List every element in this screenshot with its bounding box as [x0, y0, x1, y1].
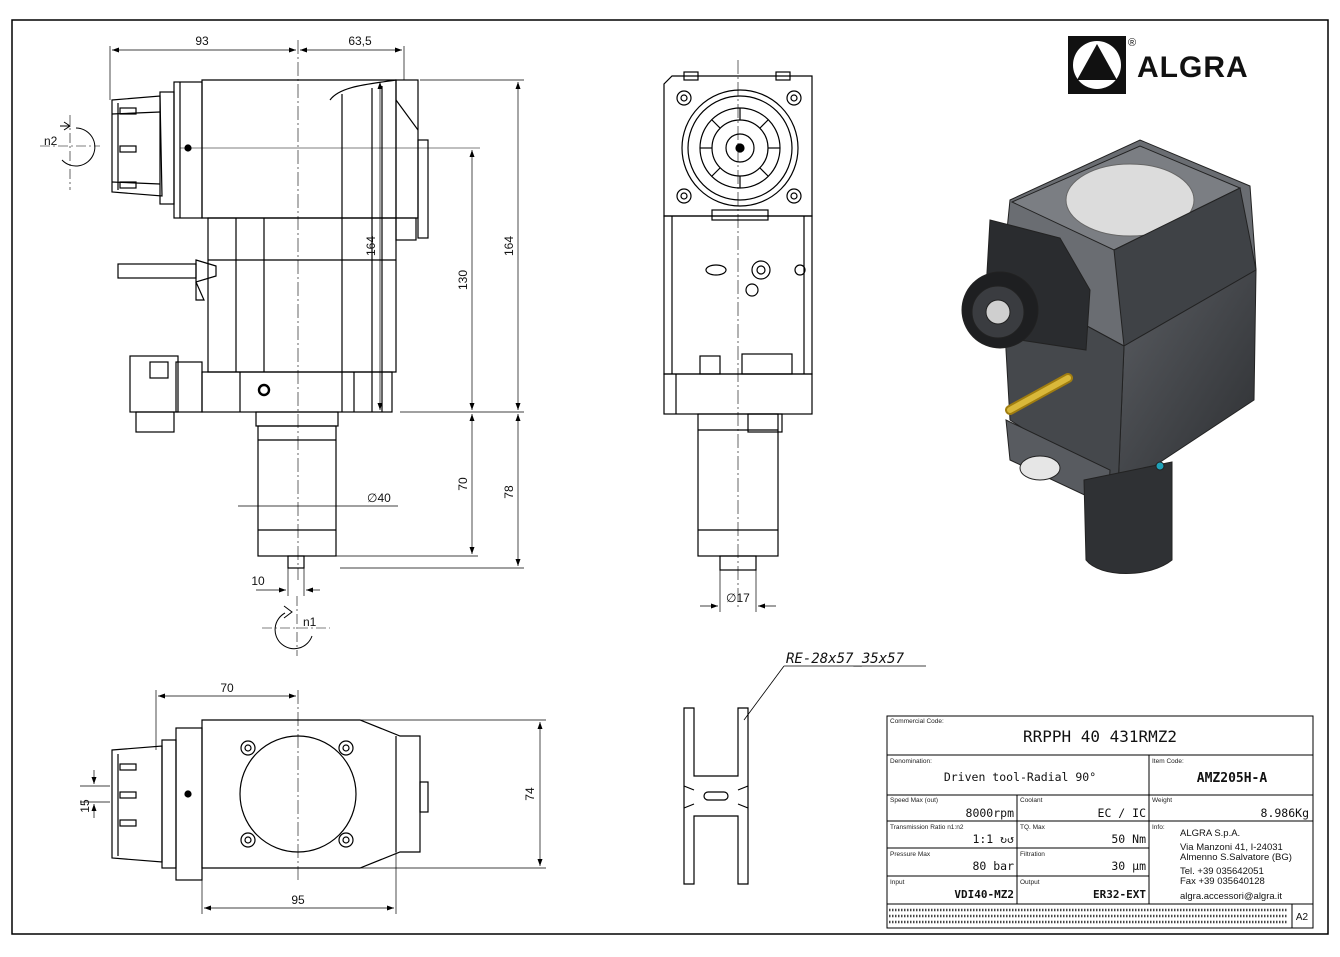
ratio-label: Transmission Ratio n1:n2 — [890, 824, 964, 831]
filtration-label: Filtration — [1020, 851, 1045, 858]
dim-78: 78 — [502, 485, 516, 499]
info-email[interactable]: algra.accessori@algra.it — [1180, 891, 1282, 902]
torque-value: 50 Nm — [1111, 832, 1146, 846]
coolant-label: Coolant — [1020, 797, 1043, 804]
coolant-value: EC / IC — [1098, 806, 1147, 820]
pressure-label: Pressure Max — [890, 851, 931, 858]
input-value: VDI40-MZ2 — [954, 888, 1014, 901]
sheet-size: A2 — [1296, 912, 1309, 923]
front-view-dimensions — [109, 46, 524, 596]
info-address-2: Almenno S.Salvatore (BG) — [1180, 852, 1292, 863]
item-code-value: AMZ205H-A — [1197, 771, 1268, 786]
filtration-value: 30 μm — [1111, 859, 1146, 873]
isometric-view — [961, 139, 1257, 574]
info-company: ALGRA S.p.A. — [1180, 828, 1240, 839]
rotation-n2-label: n2 — [44, 134, 58, 148]
dim-164-left: 164 — [364, 236, 378, 256]
dim-diameter-40: ∅40 — [367, 491, 391, 505]
dim-10: 10 — [251, 574, 265, 588]
top-view — [111, 690, 429, 881]
dim-93: 93 — [195, 34, 209, 48]
rotation-n1-icon — [262, 596, 330, 656]
info-address-1: Via Manzoni 41, I-24031 — [1180, 842, 1283, 853]
dim-63-5: 63,5 — [348, 34, 372, 48]
denomination-label: Denomination: — [890, 758, 932, 765]
commercial-code-label: Commercial Code: — [890, 718, 944, 725]
dim-70-top: 70 — [220, 681, 234, 695]
denomination-value: Driven tool-Radial 90° — [944, 770, 1096, 784]
pressure-value: 80 bar — [972, 859, 1014, 873]
insert-profile — [683, 665, 926, 885]
info-tel: Tel. +39 035642051 — [1180, 866, 1264, 877]
ratio-value: 1:1 ↻↺ — [972, 832, 1014, 846]
speed-value: 8000rpm — [966, 806, 1015, 820]
dim-diameter-17: ∅17 — [726, 591, 750, 605]
front-view — [111, 40, 480, 580]
brand-name: ALGRA — [1137, 51, 1249, 84]
rotation-n2-icon — [40, 115, 100, 190]
dim-70-vertical: 70 — [456, 477, 470, 491]
title-block — [886, 715, 1314, 929]
brand-registered: ® — [1128, 37, 1136, 49]
dim-164-right: 164 — [502, 236, 516, 256]
torque-label: TQ. Max — [1020, 824, 1046, 831]
output-value: ER32-EXT — [1093, 888, 1146, 901]
algra-logo: ® ALGRA — [1068, 36, 1249, 94]
side-view — [663, 60, 813, 610]
weight-value: 8.986Kg — [1261, 806, 1309, 820]
rotation-n1-label: n1 — [303, 615, 317, 629]
commercial-code-value: RRPPH 40 431RMZ2 — [1023, 727, 1177, 746]
top-view-dimensions — [80, 690, 546, 914]
item-code-label: Item Code: — [1152, 758, 1184, 765]
speed-label: Speed Max (out) — [890, 797, 938, 804]
output-label: Output — [1020, 879, 1040, 886]
sheet-border — [11, 19, 1329, 935]
side-view-dimensions — [700, 570, 776, 612]
dim-130: 130 — [456, 270, 470, 290]
dim-74: 74 — [523, 787, 537, 801]
insert-label: RE-28x57_35x57 — [786, 651, 905, 667]
info-fax: Fax +39 035640128 — [1180, 876, 1265, 887]
input-label: Input — [890, 879, 905, 886]
weight-label: Weight — [1152, 797, 1172, 804]
dim-15: 15 — [78, 799, 92, 813]
dim-95: 95 — [291, 893, 305, 907]
title-block-footer-text-icon — [889, 908, 1288, 924]
info-label: Info: — [1152, 824, 1165, 831]
